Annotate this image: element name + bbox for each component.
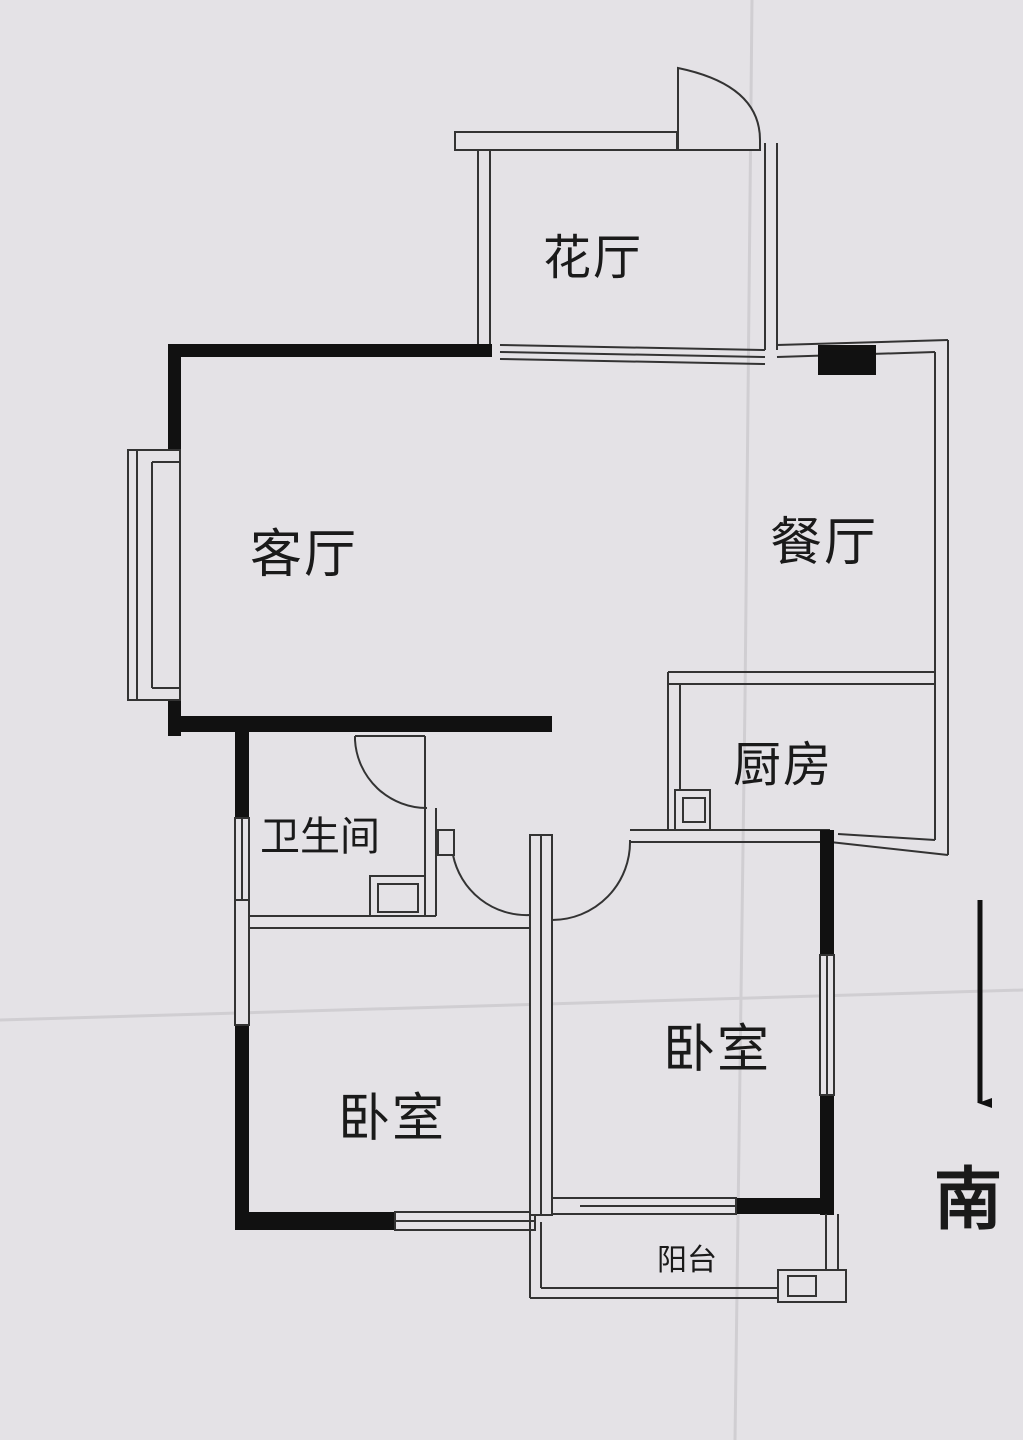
living-room-walls [127,344,552,736]
room-label-kitchen: 厨房 [733,737,834,793]
room-label-dining-room: 餐厅 [770,513,879,573]
balcony-walls [529,1214,847,1303]
hall-door-arcs [440,839,632,921]
compass-south-label: 南 [934,1161,1003,1240]
room-label-flower-hall: 花厅 [543,230,644,286]
kitchen-walls [630,671,949,856]
room-label-bathroom: 卫生间 [260,814,380,860]
right-bedroom-walls [529,830,835,1216]
room-label-balcony: 阳台 [657,1243,717,1278]
room-label-living-room: 客厅 [250,525,359,585]
flower-hall-walls [454,66,778,365]
left-bedroom-walls [234,899,536,1231]
dining-room-walls [776,339,949,855]
room-label-left-bedroom: 卧室 [338,1089,447,1149]
room-label-right-bedroom: 卧室 [663,1020,772,1080]
